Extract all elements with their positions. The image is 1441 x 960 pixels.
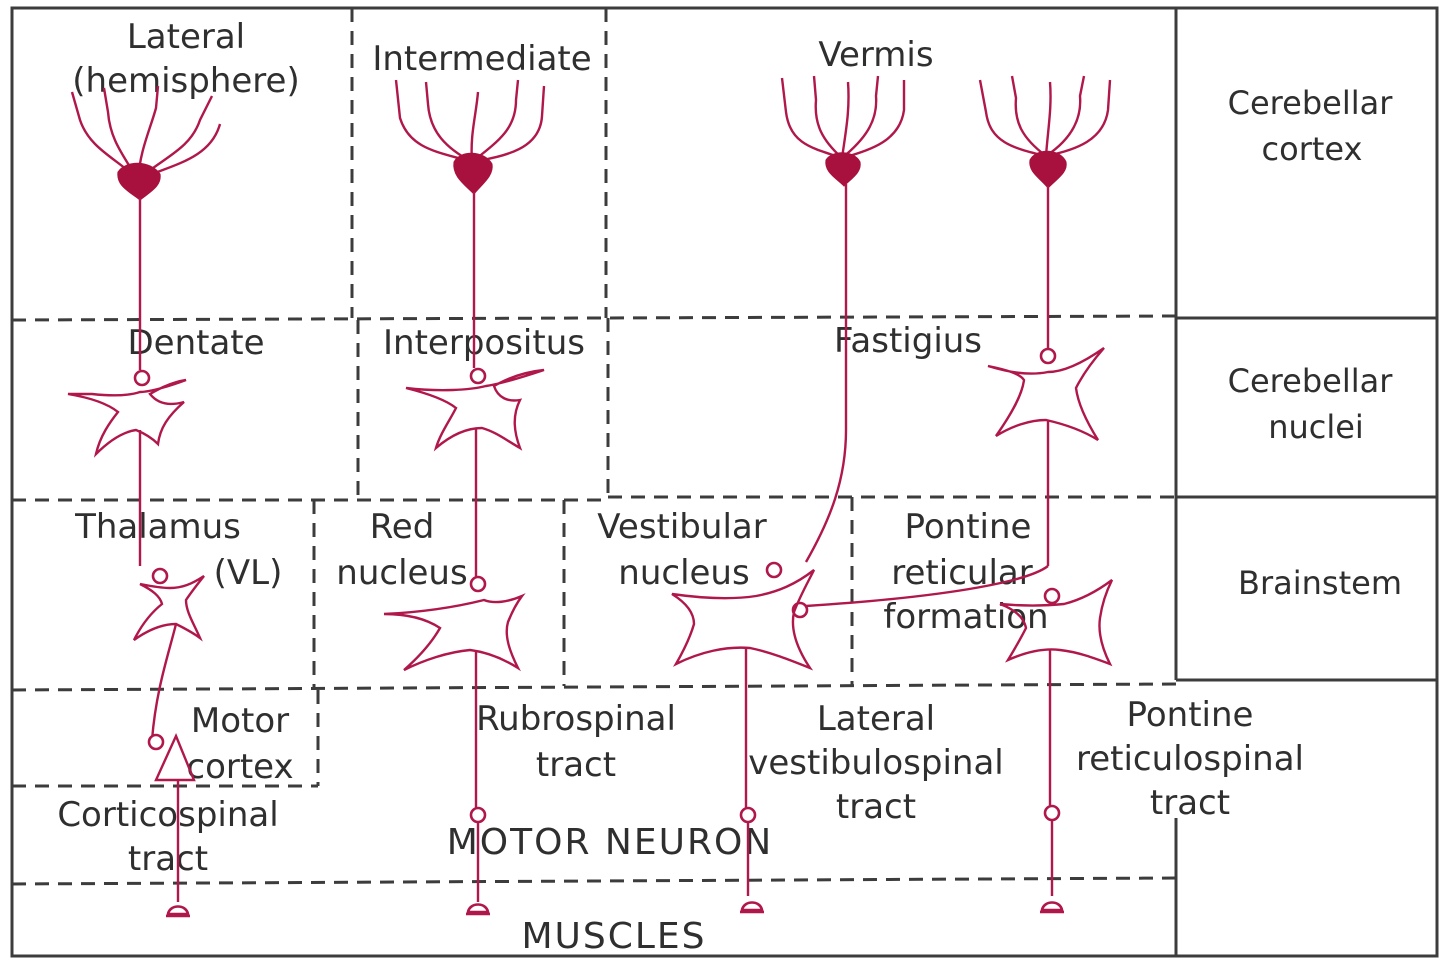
label-vestibulospinal: vestibulospinal xyxy=(748,743,1003,783)
purkinje-cell-vermis-2 xyxy=(980,76,1110,363)
label-rubrospinal-tract: tract xyxy=(536,745,616,785)
label-cortex: cortex xyxy=(186,747,293,787)
brainstem-labels: Thalamus (VL) Red nucleus Vestibular nuc… xyxy=(74,507,1049,637)
level-labels: Cerebellar cortex Cerebellar nuclei Brai… xyxy=(1228,84,1402,602)
level-cerebellar-nuclei-1: Cerebellar xyxy=(1228,362,1394,400)
label-pontine: Pontine xyxy=(905,507,1032,547)
level-cerebellar-nuclei-2: nuclei xyxy=(1268,408,1364,446)
label-vestibulospinal-tract: tract xyxy=(836,787,916,827)
label-red-nucleus: nucleus xyxy=(336,553,467,593)
row-divider-brainstem-spinal xyxy=(12,684,1176,690)
label-reticulospinal-tract: tract xyxy=(1150,783,1230,823)
row-divider-cortex-nuclei xyxy=(12,316,1176,320)
label-fastigius: Fastigius xyxy=(834,321,982,361)
column-headers: Lateral (hemisphere) Intermediate Vermis xyxy=(72,17,933,101)
nuclei-labels: Dentate Interpositus Fastigius xyxy=(127,321,982,363)
label-thalamus-vl: (VL) xyxy=(214,553,283,593)
level-cerebellar-cortex-1: Cerebellar xyxy=(1228,84,1394,122)
purkinje-cell-vermis-1 xyxy=(782,76,904,562)
label-rubrospinal: Rubrospinal xyxy=(476,699,676,739)
header-intermediate: Intermediate xyxy=(372,39,591,79)
header-lateral: Lateral xyxy=(127,17,245,57)
label-vestibular-nucleus: nucleus xyxy=(618,553,749,593)
motor-cortex-labels: Motor cortex xyxy=(186,701,293,787)
label-corticospinal: Corticospinal xyxy=(57,795,278,835)
label-pontine-tract: Pontine xyxy=(1127,695,1254,735)
label-dentate: Dentate xyxy=(127,323,264,363)
label-interpositus: Interpositus xyxy=(383,323,585,363)
label-red: Red xyxy=(370,507,435,547)
label-corticospinal-tract: tract xyxy=(128,839,208,879)
label-thalamus: Thalamus xyxy=(74,507,241,547)
label-lateral: Lateral xyxy=(817,699,935,739)
label-reticular: reticular xyxy=(891,553,1032,593)
label-vestibular: Vestibular xyxy=(597,507,766,547)
label-muscles: MUSCLES xyxy=(521,916,706,957)
label-motor-neuron: MOTOR NEURON xyxy=(447,822,773,863)
level-brainstem: Brainstem xyxy=(1238,564,1402,602)
level-cerebellar-cortex-2: cortex xyxy=(1262,130,1363,168)
label-motor: Motor xyxy=(191,701,289,741)
red-nucleus-neuron xyxy=(384,577,522,914)
header-vermis: Vermis xyxy=(818,35,933,75)
label-reticulospinal: reticulospinal xyxy=(1076,739,1304,779)
